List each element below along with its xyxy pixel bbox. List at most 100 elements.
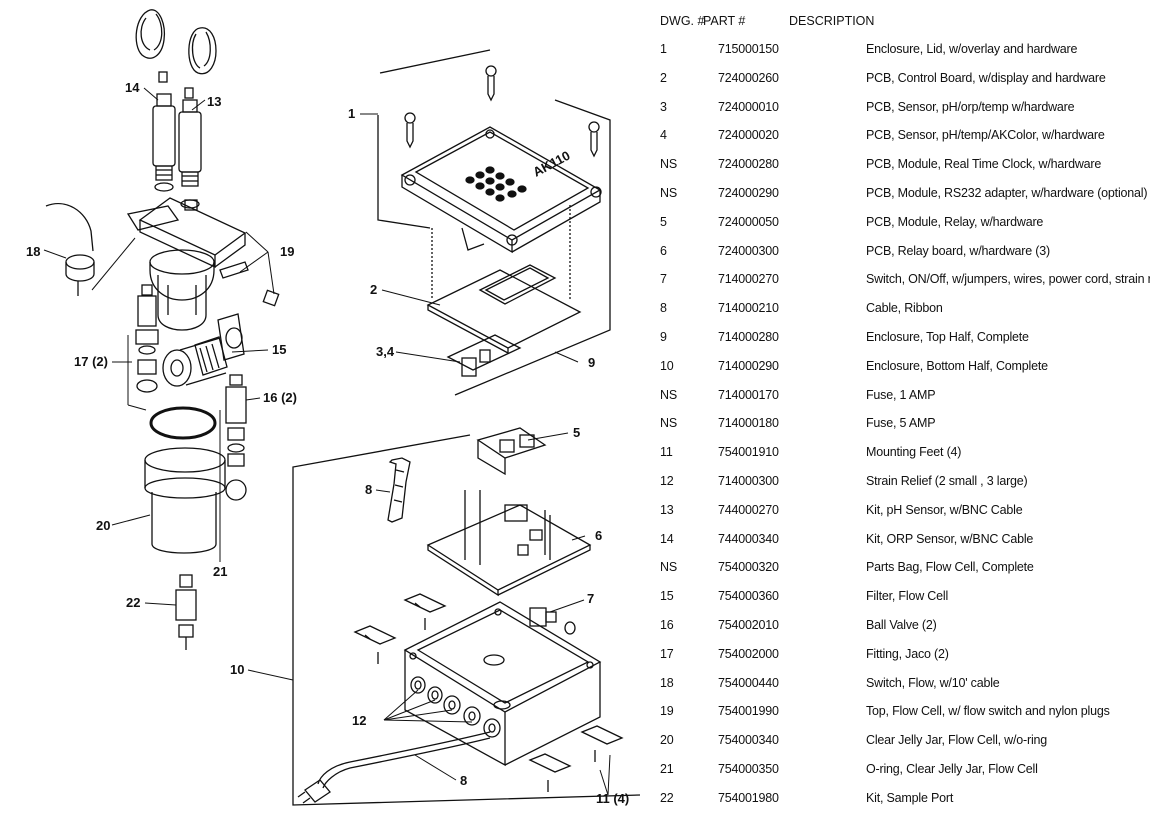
description-cell: Enclosure, Top Half, Complete [866, 329, 1029, 344]
description-cell: O-ring, Clear Jelly Jar, Flow Cell [866, 761, 1038, 776]
part-number-cell: 754002010 [718, 617, 779, 632]
callout-15: 15 [272, 342, 286, 357]
clear-jelly-jar [144, 447, 226, 554]
enclosure-top-assembly: AK110 [377, 49, 611, 396]
dwg-cell: 12 [660, 473, 674, 488]
part-number-cell: 715000150 [718, 42, 779, 56]
table-header: DWG. # PART # DESCRIPTION [658, 14, 1148, 38]
enclosure-bottom-assembly [292, 427, 641, 806]
callout-9: 9 [588, 355, 595, 370]
dwg-cell: 3 [660, 99, 667, 114]
dwg-cell: 11 [660, 445, 673, 460]
dwg-cell: NS [660, 416, 677, 431]
description-cell: Fitting, Jaco (2) [866, 646, 949, 661]
ball-valve [225, 374, 247, 501]
relay-module [476, 427, 547, 476]
orp-sensor-cable [135, 9, 166, 59]
part-number-cell: 754000340 [718, 733, 779, 748]
description-cell: Enclosure, Bottom Half, Complete [866, 358, 1048, 373]
part-number-cell: 754001910 [718, 445, 779, 460]
callout-8-cord: 8 [460, 773, 467, 788]
table-row: 16 754002010 Ball Valve (2) [658, 614, 1148, 643]
callout-12: 12 [352, 713, 366, 728]
description-cell: Kit, ORP Sensor, w/BNC Cable [866, 531, 1034, 546]
callout-16: 16 (2) [263, 390, 297, 405]
callout-22: 22 [126, 595, 140, 610]
ribbon-cable [387, 457, 411, 523]
ph-sensor-cable [188, 27, 217, 75]
power-plug [297, 779, 331, 804]
description-cell: Fuse, 5 AMP [866, 416, 936, 431]
dwg-cell: 4 [660, 128, 667, 143]
callout-20: 20 [96, 518, 110, 533]
callout-6: 6 [595, 528, 602, 543]
dwg-cell: 21 [660, 761, 674, 776]
dwg-cell: 1 [660, 42, 667, 56]
description-cell: PCB, Sensor, pH/orp/temp w/hardware [866, 99, 1075, 114]
callout-14: 14 [125, 80, 140, 95]
description-cell: Switch, Flow, w/10' cable [866, 675, 1000, 690]
dwg-cell: 22 [660, 790, 674, 805]
table-row: 4 724000020 PCB, Sensor, pH/temp/AKColor, … [658, 124, 1148, 153]
callout-leaders [43, 87, 611, 796]
part-number-cell: 754001990 [718, 704, 779, 719]
jar-o-ring [149, 406, 217, 440]
power-switch [529, 607, 576, 635]
dwg-cell: 10 [660, 358, 674, 373]
filter-housing [149, 249, 280, 331]
sample-port [175, 574, 197, 650]
part-number-cell: 714000210 [718, 301, 779, 316]
description-cell: PCB, Sensor, pH/temp/AKColor, w/hardware [866, 128, 1105, 143]
ph-sensor [178, 99, 202, 209]
callout-3-4: 3,4 [376, 344, 395, 359]
lid-screws [404, 65, 600, 158]
callout-13: 13 [207, 94, 221, 109]
description-cell: Fuse, 1 AMP [866, 387, 936, 402]
description-cell: Enclosure, Lid, w/overlay and hardware [866, 42, 1078, 56]
part-number-cell: 724000290 [718, 185, 779, 200]
dwg-cell: 9 [660, 329, 667, 344]
part-number-cell: 724000300 [718, 243, 779, 258]
callout-19: 19 [280, 244, 294, 259]
part-number-cell: 714000290 [718, 358, 779, 373]
description-cell: Filter, Flow Cell [866, 589, 949, 604]
dwg-cell: NS [660, 387, 677, 402]
dwg-cell: 16 [660, 617, 674, 632]
description-cell: Kit, pH Sensor, w/BNC Cable [866, 502, 1023, 517]
table-row: NS 714000170 Fuse, 1 AMP [658, 384, 1148, 413]
part-number-cell: 744000270 [718, 502, 779, 517]
flow-cell-filter [162, 313, 245, 387]
part-number-cell: 754000320 [718, 560, 779, 575]
part-number-cell: 714000270 [718, 272, 779, 287]
callout-18: 18 [26, 244, 40, 259]
jaco-fitting [135, 284, 159, 393]
description-cell: Parts Bag, Flow Cell, Complete [866, 560, 1034, 575]
description-cell: Top, Flow Cell, w/ flow switch and nylon… [866, 704, 1110, 719]
description-cell: Kit, Sample Port [866, 790, 954, 805]
part-number-cell: 714000170 [718, 387, 779, 402]
dwg-cell: 6 [660, 243, 667, 258]
part-number-cell: 724000050 [718, 214, 779, 229]
relay-board [426, 490, 592, 597]
header-dwg: DWG. # [660, 14, 705, 28]
part-number-cell: 724000020 [718, 128, 779, 143]
description-cell: Ball Valve (2) [866, 617, 937, 632]
description-cell: Switch, ON/Off, w/jumpers, wires, power … [866, 272, 1150, 287]
description-cell: PCB, Module, Relay, w/hardware [866, 214, 1044, 229]
enclosure-box [403, 601, 602, 767]
